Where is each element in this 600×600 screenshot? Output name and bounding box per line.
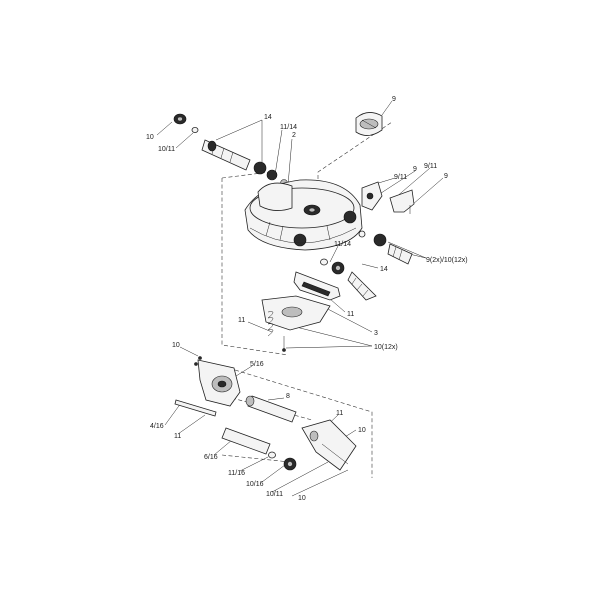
callout-10-top: 10: [146, 134, 154, 141]
clip-assembly-10: [301, 419, 357, 471]
o-ring-mid: [320, 258, 328, 266]
leader-lines: [156, 100, 444, 497]
callout-11-14-mid: 11/14: [334, 241, 351, 248]
motor-housing-5-16: [197, 359, 241, 407]
callout-11-mid: 11: [347, 311, 354, 318]
callout-8: 8: [286, 393, 290, 400]
outlet-fittings-right: [358, 230, 413, 265]
knob-9: [355, 112, 383, 136]
spring-11: [267, 311, 274, 337]
callout-11-left: 11: [238, 317, 245, 324]
callout-9-knob: 9: [392, 96, 396, 103]
union-nut-top-left: [173, 113, 187, 125]
main-housing: [244, 179, 363, 251]
uv-lamp-8: [245, 395, 297, 423]
callout-9-11-b: 9/11: [424, 163, 437, 170]
distributor-top-11: [293, 271, 341, 301]
callout-10-12x: 10(12x): [374, 344, 398, 351]
callout-9-a: 9: [413, 166, 417, 173]
callout-11-14-top: 11/14: [280, 124, 297, 131]
callout-11-16: 11/16: [228, 470, 245, 477]
hose-tail-cone-mid: [347, 271, 377, 301]
callout-9-2x-10-12x: 9(2x)/10(12x): [426, 257, 468, 264]
tube-6-16: [221, 427, 271, 455]
callout-6-16: 6/16: [204, 454, 218, 461]
o-ring-11-16: [268, 451, 276, 459]
o-ring-top-left: [191, 127, 199, 134]
screws-10-bracket: [194, 356, 202, 366]
callout-10-clip: 10: [358, 427, 366, 434]
assembly-dashed-frame-lower: [221, 369, 373, 478]
callout-3: 3: [374, 330, 378, 337]
hose-tail-cone-top: [201, 139, 251, 171]
valve-lever-9: [361, 181, 383, 211]
callout-11-low: 11: [174, 433, 181, 440]
callout-labels: 10 10/11 14 11/14 2 9 9/11 9 9/11 9 9(2x…: [146, 96, 468, 502]
distributor-disc-3: [261, 295, 331, 331]
callout-10-bracket: 10: [172, 342, 180, 349]
callout-10-11-bottom: 10/11: [266, 491, 283, 498]
callout-10-11-top: 10/11: [158, 146, 175, 153]
callout-10-16: 10/16: [246, 481, 264, 488]
callout-10-bottom: 10: [298, 495, 306, 502]
screws-10-12x: [282, 336, 286, 352]
callout-9-11-a: 9/11: [394, 174, 407, 181]
callout-14-mid: 14: [380, 266, 388, 273]
shaft-4-16: [174, 399, 217, 417]
callout-2: 2: [292, 132, 296, 139]
callout-5-16: 5/16: [250, 361, 264, 368]
union-nut-top: [253, 161, 288, 187]
callout-11-clip: 11: [336, 410, 343, 417]
callout-9-b: 9: [444, 173, 448, 180]
union-nut-10-16: [283, 457, 297, 471]
union-nut-mid: [331, 261, 345, 275]
valve-clip-9: [389, 189, 415, 214]
callout-4-16: 4/16: [150, 423, 164, 430]
callout-14-top: 14: [264, 114, 272, 121]
